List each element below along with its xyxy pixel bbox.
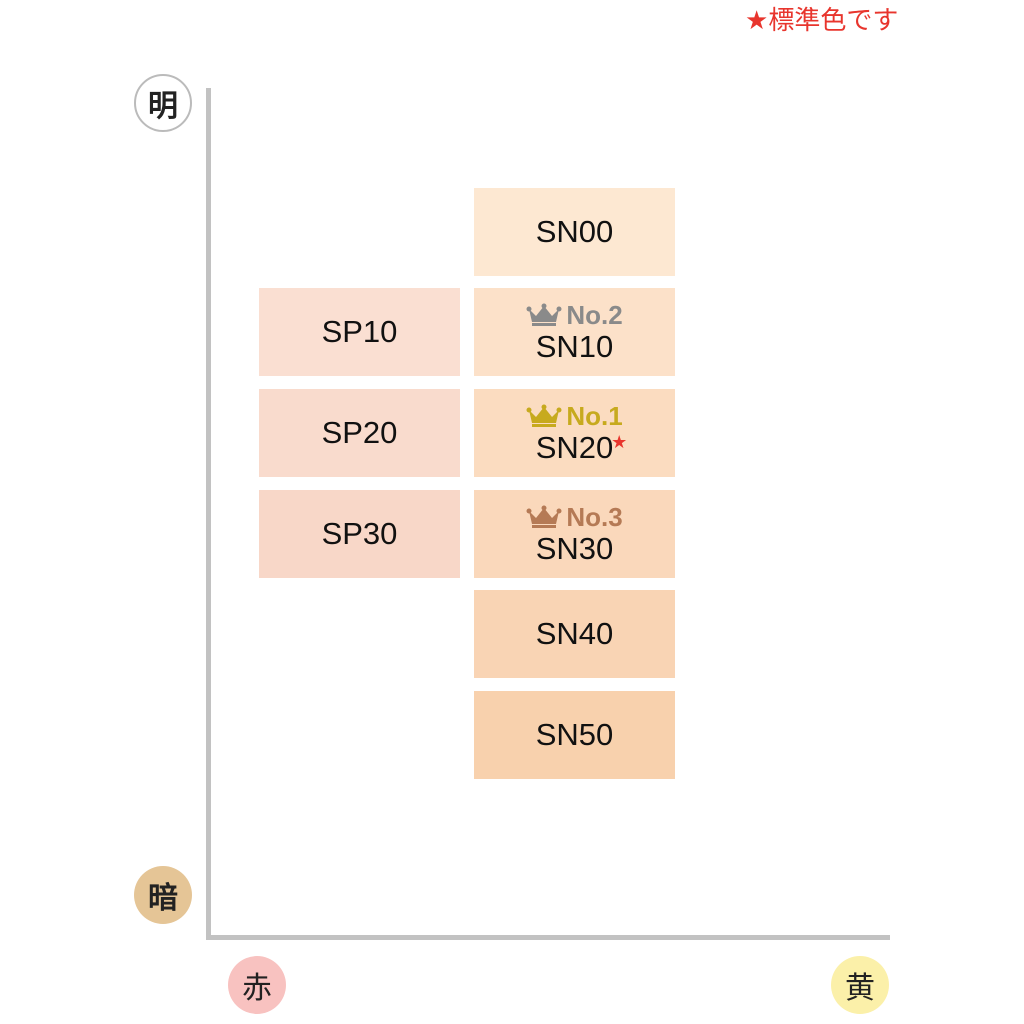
crown-icon (526, 404, 562, 427)
axis-label-dark: 暗 (134, 866, 192, 924)
swatch-name: SN10 (535, 329, 614, 364)
swatch-sp30[interactable]: SP30 (259, 490, 460, 578)
swatch-name: SN20★ (535, 430, 628, 465)
axis-label-bright: 明 (134, 74, 192, 132)
swatch-name: SN40 (535, 616, 614, 651)
swatch-sn10[interactable]: No.2 SN10 (474, 288, 675, 376)
swatch-sn50[interactable]: SN50 (474, 691, 675, 779)
swatch-sn30[interactable]: No.3 SN30 (474, 490, 675, 578)
rank-label: No.3 (566, 502, 623, 532)
swatch-name: SN50 (535, 717, 614, 752)
swatch-name: SP10 (321, 314, 398, 349)
swatch-name: SP20 (321, 415, 398, 450)
swatch-sn40[interactable]: SN40 (474, 590, 675, 678)
swatch-sp20[interactable]: SP20 (259, 389, 460, 477)
swatch-sn00[interactable]: SN00 (474, 188, 675, 276)
rank-badge: No.3 (526, 502, 623, 532)
swatch-name-text: SN20 (535, 430, 614, 465)
rank-label: No.1 (566, 401, 623, 431)
vertical-axis-line (206, 88, 211, 940)
rank-badge: No.1 (526, 401, 623, 431)
rank-label: No.2 (566, 300, 623, 330)
rank-badge: No.2 (526, 300, 623, 330)
swatch-sp10[interactable]: SP10 (259, 288, 460, 376)
axis-label-red: 赤 (228, 956, 286, 1014)
legend-note: ★標準色です (745, 0, 898, 37)
star-icon: ★ (745, 6, 769, 36)
crown-icon (526, 303, 562, 326)
swatch-sn20[interactable]: No.1 SN20★ (474, 389, 675, 477)
swatch-name: SN00 (535, 214, 614, 249)
swatch-name: SN30 (535, 531, 614, 566)
crown-icon (526, 505, 562, 528)
axis-label-yellow: 黄 (831, 956, 889, 1014)
horizontal-axis-line (206, 935, 890, 940)
swatch-name: SP30 (321, 516, 398, 551)
legend-text: 標準色です (768, 6, 899, 36)
standard-star-icon: ★ (611, 432, 628, 452)
